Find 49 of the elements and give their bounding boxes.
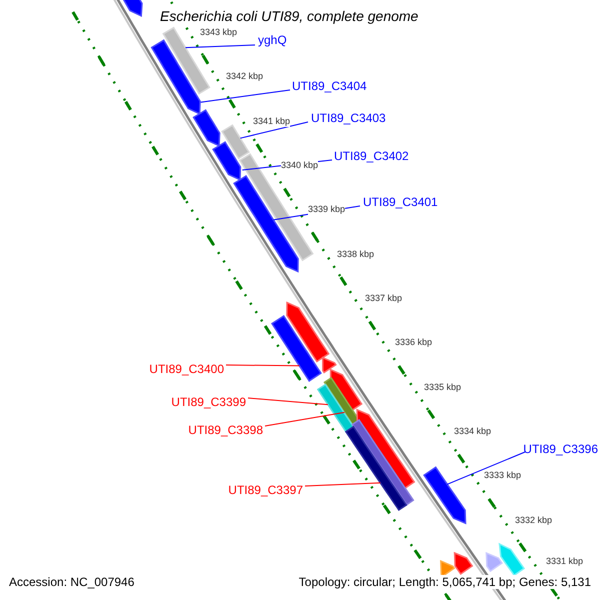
gene-block: [233, 174, 299, 273]
gene-label: UTI89_C3398: [188, 423, 263, 437]
scale-label: 3334 kbp: [454, 426, 492, 437]
gene-block: [423, 466, 466, 524]
leader-line: [304, 482, 381, 486]
gene-block: [498, 542, 526, 576]
gene-label: UTI89_C3402: [334, 149, 409, 163]
leader-line: [226, 364, 300, 366]
gene-block: [486, 552, 503, 572]
leader-line: [446, 452, 526, 485]
leader-line: [264, 412, 345, 426]
gene-block: [454, 552, 474, 576]
gene-block: [212, 141, 242, 181]
scale-label: 3335 kbp: [424, 382, 462, 393]
scale-label: 3340 kbp: [281, 160, 318, 171]
leader-line: [240, 122, 308, 139]
scale-label: 3332 kbp: [515, 515, 552, 526]
gene-block: [270, 314, 322, 382]
gene-label: UTI89_C3396: [523, 442, 598, 456]
gene-block: [351, 418, 414, 506]
scale-label: 3337 kbp: [365, 293, 402, 304]
scale-label: 3339 kbp: [308, 204, 346, 215]
gene-block: [221, 124, 250, 160]
scale-label: 3338 kbp: [337, 249, 374, 260]
gene-label: yghQ: [258, 33, 287, 47]
accession-text: Accession: NC_007946: [9, 575, 134, 589]
scale-label: 3331 kbp: [546, 556, 584, 567]
leader-line: [200, 90, 290, 103]
scale-label: 3333 kbp: [484, 470, 522, 481]
gene-label: UTI89_C3401: [363, 195, 438, 209]
gene-block: [316, 384, 354, 433]
leader-line: [185, 44, 256, 48]
gene-block: [286, 301, 330, 363]
scale-label: 3342 kbp: [226, 71, 264, 82]
leader-line: [248, 398, 328, 406]
gene-block: [150, 39, 201, 115]
scale-label: 3343 kbp: [200, 27, 238, 38]
scale-label: 3341 kbp: [253, 116, 290, 127]
gene-label: UTI89_C3397: [228, 483, 303, 497]
gene-block: [344, 426, 408, 512]
gene-label: UTI89_C3403: [311, 111, 386, 125]
genome-stats-text: Topology: circular; Length: 5,065,741 bp; Genes: 5,131: [298, 575, 591, 589]
scale-label: 3336 kbp: [395, 337, 432, 348]
gene-label: UTI89_C3400: [149, 362, 224, 376]
gene-block: [440, 560, 456, 578]
gene-block: [192, 109, 220, 147]
gene-label: UTI89_C3404: [292, 79, 367, 93]
gene-label: UTI89_C3399: [171, 395, 246, 409]
map-title: Escherichia coli UTI89, complete genome: [158, 9, 420, 23]
